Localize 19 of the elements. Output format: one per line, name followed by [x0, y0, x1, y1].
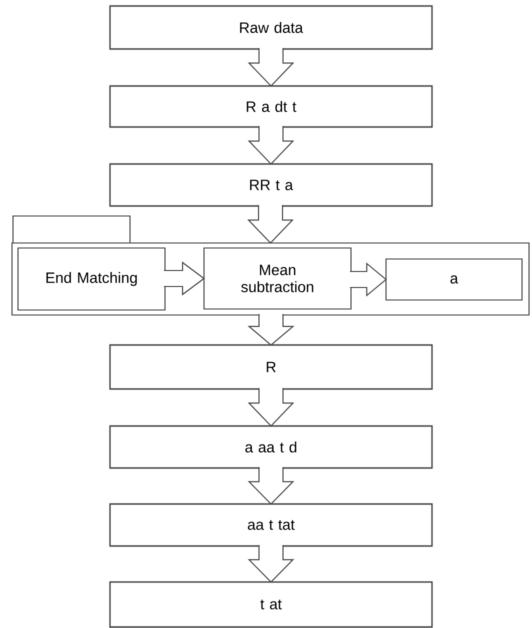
- process-box: aa t tat: [109, 503, 433, 547]
- process-box: RR t a: [109, 163, 433, 207]
- block-arrow: [163, 261, 205, 296]
- process-box: Mean subtraction: [203, 247, 352, 310]
- process-box: End Matching: [17, 247, 166, 311]
- block-arrow: [248, 47, 294, 87]
- block-arrow: [248, 387, 294, 427]
- block-arrow: [247, 204, 294, 244]
- block-arrow: [349, 262, 387, 297]
- process-box: t at: [109, 581, 433, 628]
- process-box: a aa t d: [109, 425, 433, 469]
- block-arrow: [248, 125, 294, 165]
- process-box: R: [109, 344, 433, 390]
- process-box: R a dt t: [109, 85, 433, 128]
- process-box: Raw data: [109, 5, 433, 50]
- block-arrow: [248, 466, 294, 505]
- process-box: a: [385, 258, 523, 301]
- block-arrow: [248, 313, 294, 346]
- block-arrow: [248, 544, 294, 583]
